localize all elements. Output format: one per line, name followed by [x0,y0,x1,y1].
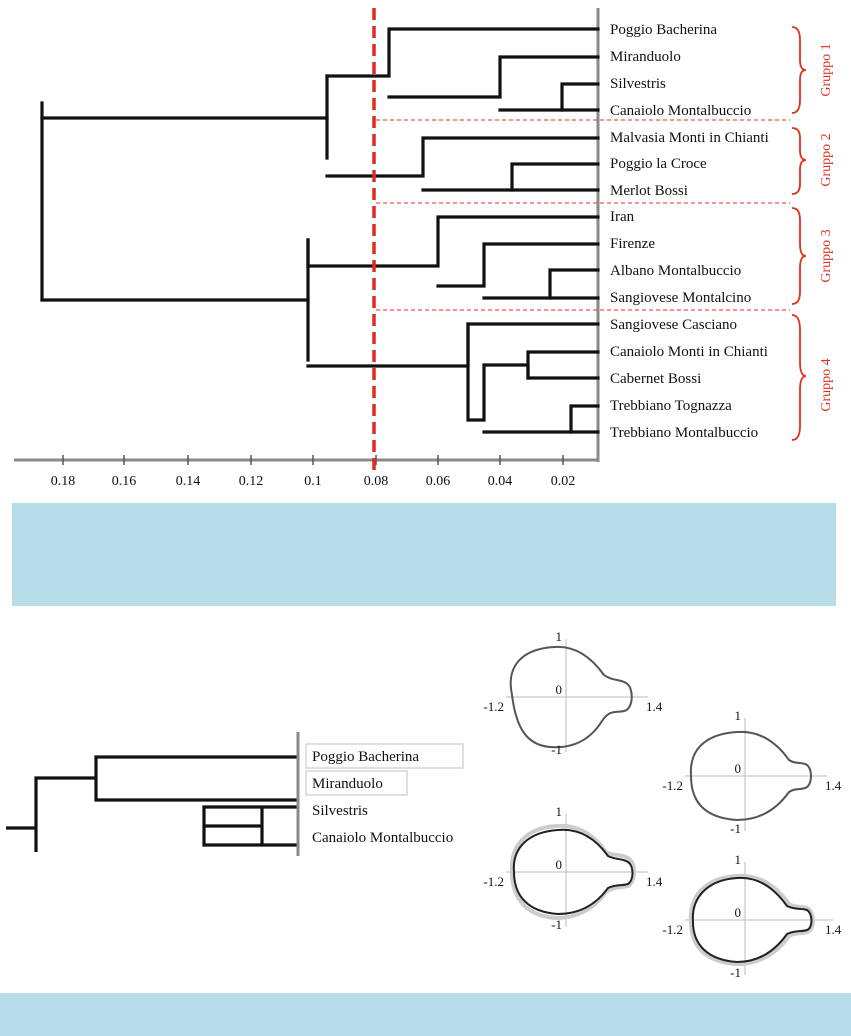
shape-plot: 1 0 -1 -1.2 1.4 [483,629,662,757]
tick-label: 0.16 [112,474,137,489]
leaf-label: Canaiolo Montalbuccio [610,103,751,119]
caption-band [12,503,836,606]
leaf-label: Poggio la Croce [610,156,707,172]
shape-label: 1 [735,852,742,867]
dendrogram-panel: 0.18 0.16 0.14 0.12 0.1 0.08 0.06 0.04 0… [0,0,851,500]
tick-labels: 0.18 0.16 0.14 0.12 0.1 0.08 0.06 0.04 0… [51,474,576,489]
group-label: Gruppo 4 [819,358,834,411]
group-labels: Gruppo 1 Gruppo 2 Gruppo 3 Gruppo 4 [819,43,834,411]
group-label: Gruppo 2 [819,133,834,186]
shape-label: 1.4 [825,922,842,937]
mini-leaf-labels: Poggio Bacherina Miranduolo Silvestris C… [312,749,453,846]
shape-label: 0 [735,905,742,920]
mini-leaf-label: Poggio Bacherina [312,749,419,765]
mini-leaf-label: Canaiolo Montalbuccio [312,830,453,846]
leaf-label: Firenze [610,236,655,252]
shape-label: 0 [556,857,563,872]
tick-label: 0.02 [551,474,576,489]
group-label: Gruppo 3 [819,229,834,282]
leaf-label: Malvasia Monti in Chianti [610,130,769,146]
leaf-label: Sangiovese Montalcino [610,290,751,306]
shape-label: 0 [556,682,563,697]
shape-label: 0 [735,761,742,776]
dendrogram-branches [40,27,600,434]
group-braces [791,26,807,441]
mini-leaf-label: Silvestris [312,803,368,819]
leaf-label: Albano Montalbuccio [610,263,741,279]
leaf-label: Miranduolo [610,49,681,65]
mini-dendrogram [6,755,298,852]
shape-plot: 1 0 -1 -1.2 1.4 [662,708,841,836]
caption-band [0,993,851,1036]
shape-label: -1 [730,965,741,980]
shape-label: 1 [556,804,563,819]
leaf-label: Poggio Bacherina [610,22,717,38]
shape-plot: 1 0 -1 -1.2 1.4 [662,852,841,980]
mini-leaf-label: Miranduolo [312,776,383,792]
shape-plot: 1 0 -1 -1.2 1.4 [483,804,662,932]
tick-label: 0.14 [176,474,201,489]
leaf-label: Cabernet Bossi [610,371,701,387]
shape-label: 1.4 [646,874,663,889]
shape-label: -1.2 [662,778,683,793]
shape-label: 1 [556,629,563,644]
leaf-label: Merlot Bossi [610,183,688,199]
leaf-label: Iran [610,209,635,225]
tick-label: 0.18 [51,474,76,489]
dendrogram-svg: 0.18 0.16 0.14 0.12 0.1 0.08 0.06 0.04 0… [14,8,834,489]
shape-label: -1 [730,821,741,836]
leaf-label: Canaiolo Monti in Chianti [610,344,768,360]
group-separators [376,119,790,311]
tick-label: 0.08 [364,474,389,489]
highlight-box [305,770,408,796]
tick-label: 0.1 [304,474,322,489]
tick-label: 0.12 [239,474,264,489]
detail-svg: Poggio Bacherina Miranduolo Silvestris C… [6,629,842,980]
shape-label: -1.2 [483,874,504,889]
leaf-label: Silvestris [610,76,666,92]
leaf-label: Trebbiano Tognazza [610,398,732,414]
shape-label: 1 [735,708,742,723]
shape-label: 1.4 [646,699,663,714]
shape-label: -1 [551,917,562,932]
detail-panel: Poggio Bacherina Miranduolo Silvestris C… [0,620,851,995]
leaf-label: Trebbiano Montalbuccio [610,425,758,441]
highlight-box [305,743,464,769]
group-label: Gruppo 1 [819,43,834,96]
leaf-labels: Poggio Bacherina Miranduolo Silvestris C… [610,22,769,441]
shape-label: -1 [551,742,562,757]
shape-label: -1.2 [483,699,504,714]
leaf-label: Sangiovese Casciano [610,317,737,333]
shape-label: -1.2 [662,922,683,937]
tick-marks [62,455,564,465]
shape-label: 1.4 [825,778,842,793]
tick-label: 0.04 [488,474,513,489]
tick-label: 0.06 [426,474,451,489]
